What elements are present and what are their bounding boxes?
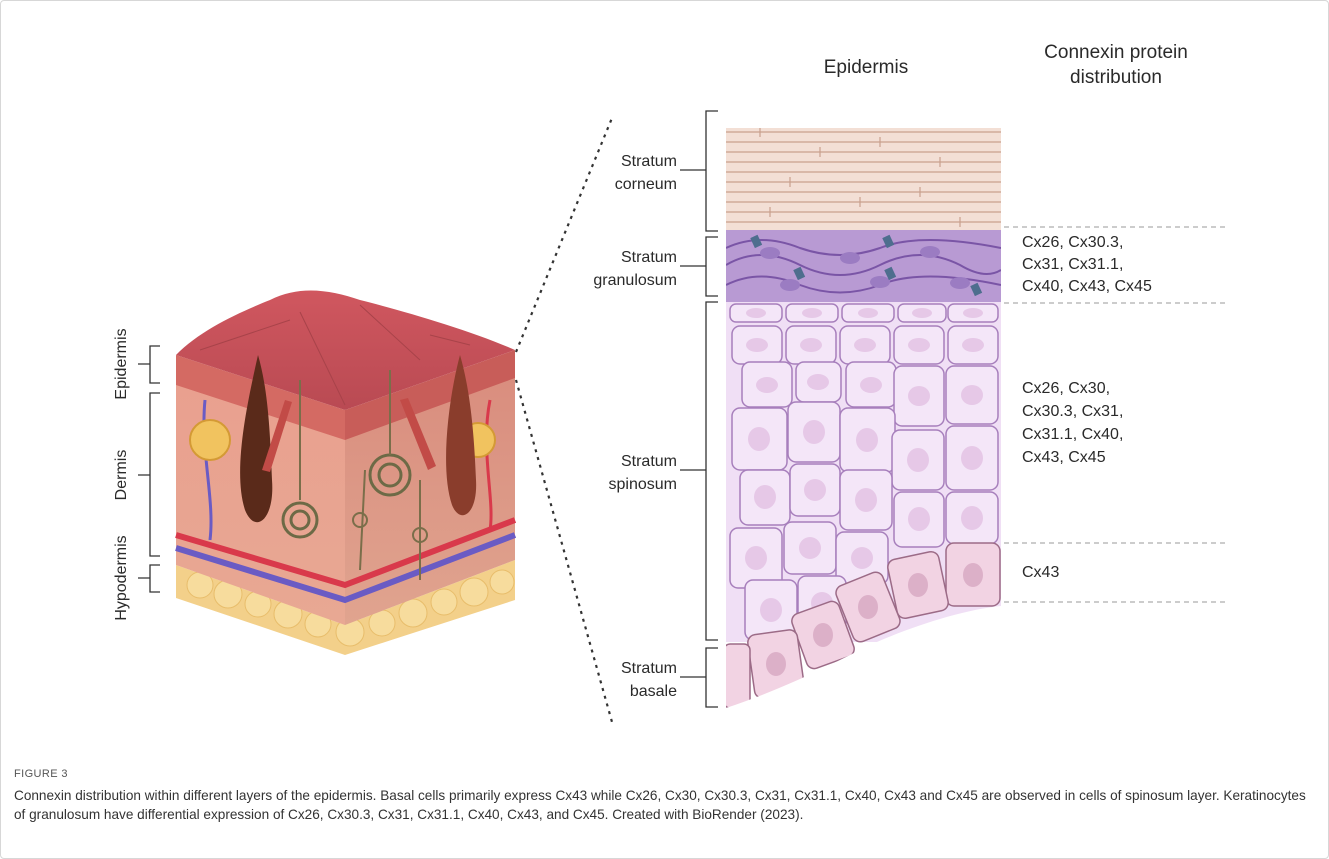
spinosum-connexins-3: Cx31.1, Cx40,	[1022, 426, 1123, 443]
epidermis-stack	[724, 107, 1001, 720]
corneum-label-1: Stratum	[621, 153, 677, 170]
skin-hypodermis-label: Hypodermis	[113, 535, 130, 620]
figure-caption: Connexin distribution within different l…	[14, 786, 1314, 824]
strata-brackets	[680, 111, 718, 707]
skin-epidermis-label: Epidermis	[113, 328, 130, 399]
epidermis-header: Epidermis	[824, 57, 908, 78]
spinosum-connexins-2: Cx30.3, Cx31,	[1022, 403, 1123, 420]
corneum-label-2: corneum	[615, 176, 677, 193]
connexin-header-line1: Connexin protein	[1044, 42, 1188, 63]
granulosum-label-2: granulosum	[593, 272, 677, 289]
skin-brackets	[138, 346, 160, 592]
spinosum-connexins-1: Cx26, Cx30,	[1022, 380, 1110, 397]
skin-block	[176, 291, 515, 655]
basale-label-1: Stratum	[621, 660, 677, 677]
basale-connexins-1: Cx43	[1022, 564, 1059, 581]
spinosum-label-1: Stratum	[621, 453, 677, 470]
figure-label: FIGURE 3	[14, 768, 68, 780]
granulosum-connexins-1: Cx26, Cx30.3,	[1022, 234, 1123, 251]
granulosum-label-1: Stratum	[621, 249, 677, 266]
zoom-lines	[516, 118, 612, 722]
spinosum-connexins-4: Cx43, Cx45	[1022, 449, 1106, 466]
skin-dermis-label: Dermis	[113, 450, 130, 501]
connexin-header-line2: distribution	[1070, 67, 1162, 88]
basale-label-2: basale	[630, 683, 677, 700]
granulosum-connexins-3: Cx40, Cx43, Cx45	[1022, 278, 1152, 295]
spinosum-label-2: spinosum	[609, 476, 677, 493]
figure-illustration: Epidermis Dermis Hypodermis	[0, 0, 1329, 760]
granulosum-connexins-2: Cx31, Cx31.1,	[1022, 256, 1123, 273]
